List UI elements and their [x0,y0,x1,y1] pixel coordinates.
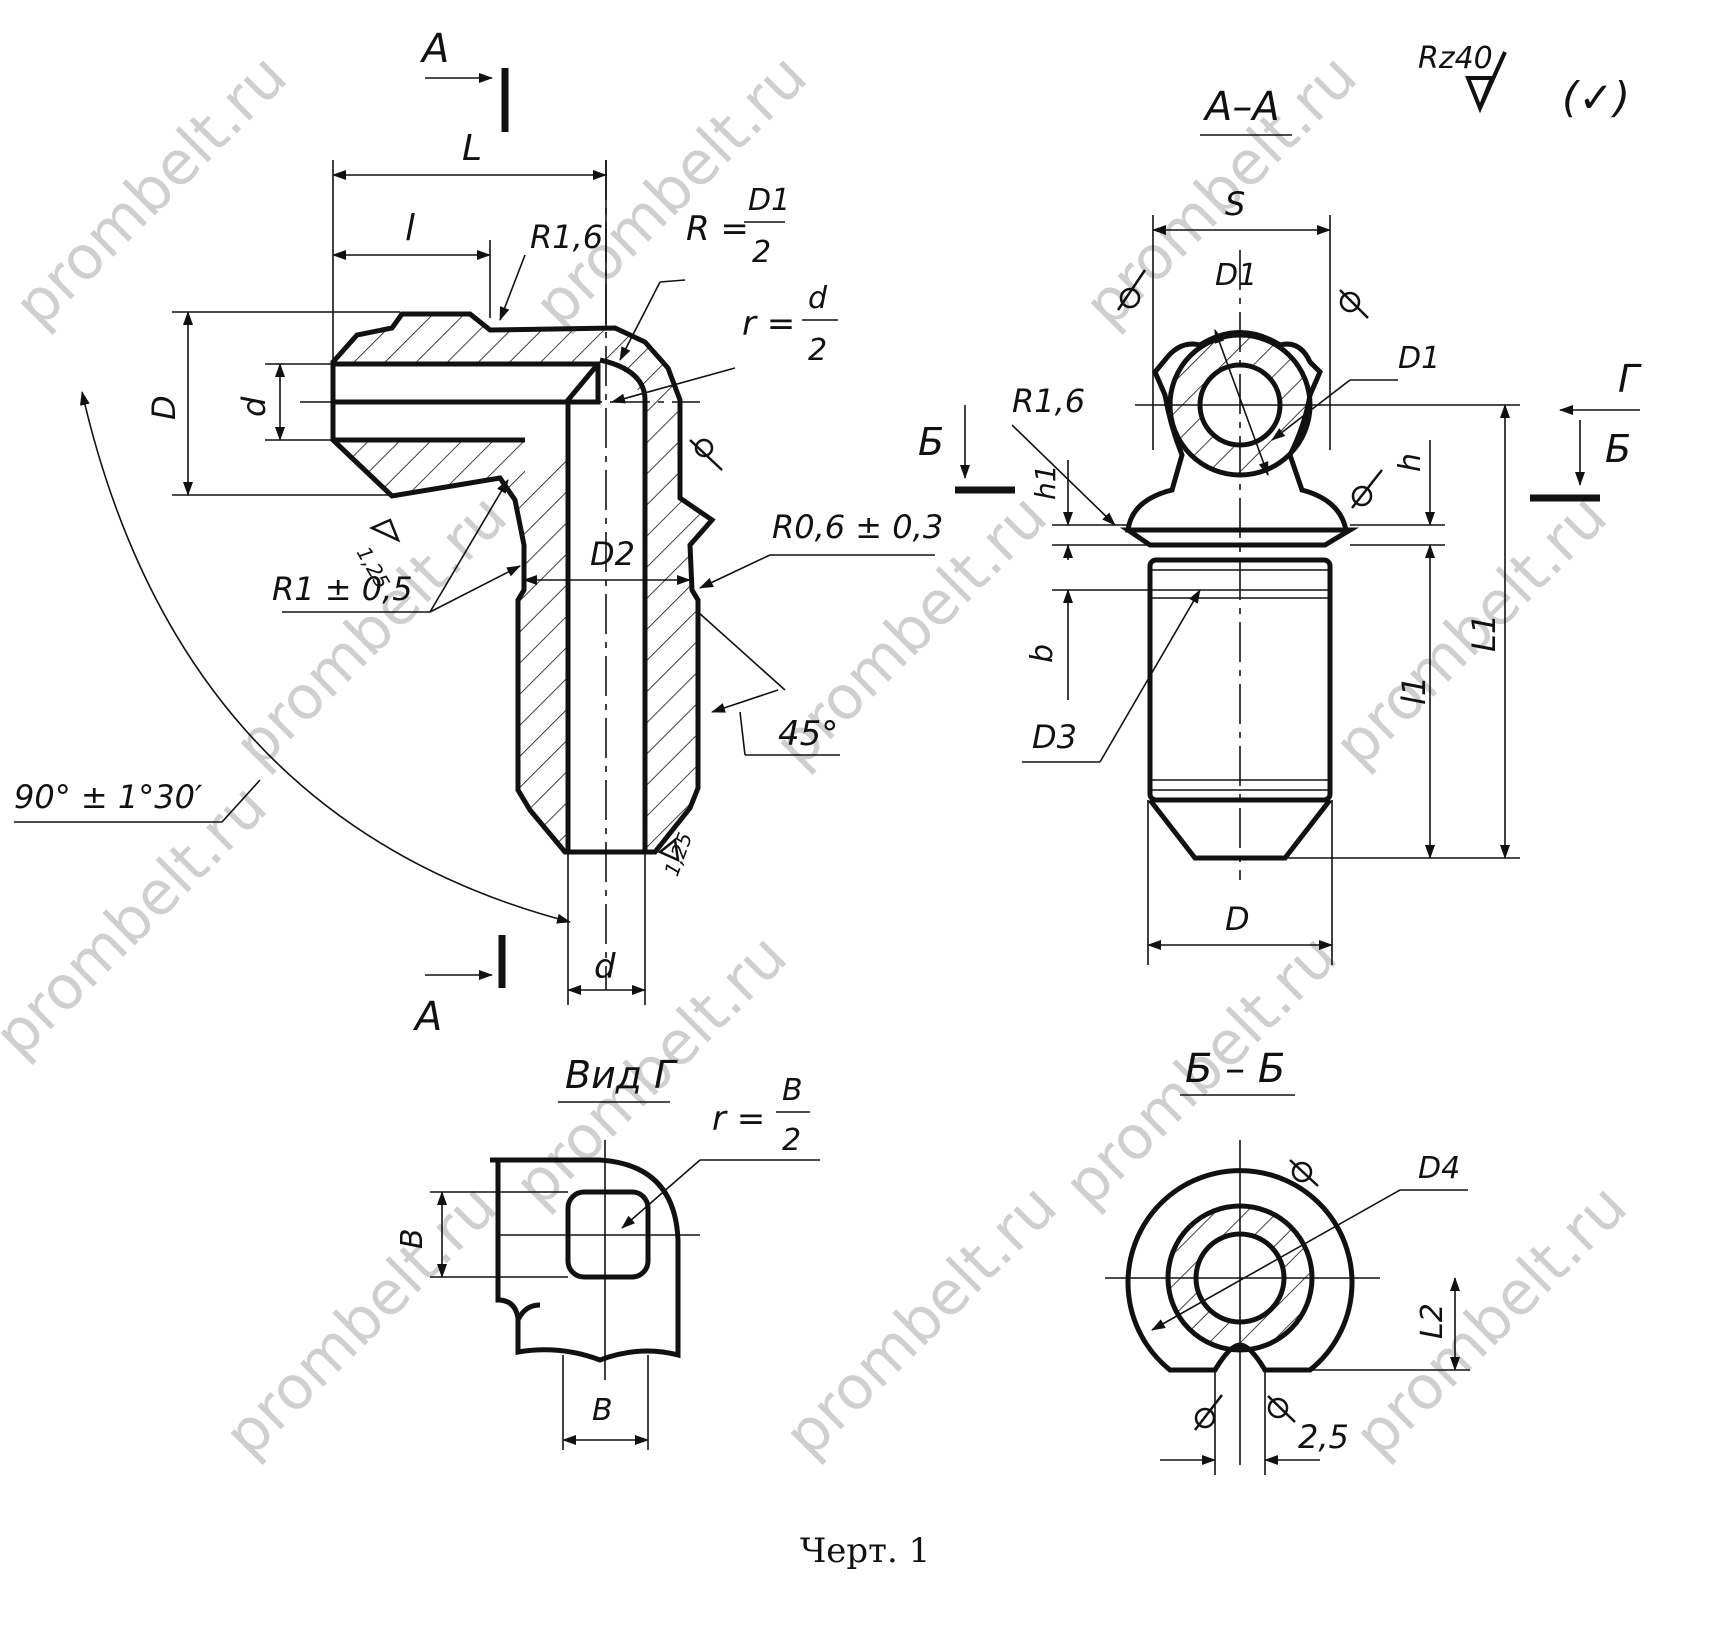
view-g-r-left: r = [712,1099,765,1139]
watermark: prombelt.ru [1,41,301,341]
cut-mark-B-left: Б [918,420,944,464]
section-bb-view: Б – Б D4 L2 2,5 [1105,1046,1470,1475]
watermark: prombelt.ru [771,1171,1071,1471]
dim-r-num: d [808,281,828,316]
dim-d-bottom: d [594,947,616,987]
dim-R1: R1 ± 0,5 [272,570,413,608]
cut-mark-B-right: Б [1605,427,1631,471]
dim-D4: D4 [1418,1151,1460,1186]
section-mark-bottom: A [412,994,442,1040]
watermark-layer: prombelt.ru prombelt.ru prombelt.ru prom… [0,41,1641,1471]
section-aa-view: A–A S D1 D1 R1,6 [918,84,1642,965]
roughness-note: (✓) [1562,73,1630,122]
view-g-B-bottom: B [592,1393,613,1428]
dim-D1-right: D1 [1398,341,1440,376]
dim-R-den: 2 [752,235,771,270]
dim-aa-R16: R1,6 [1012,382,1085,420]
dim-R-left: R = [686,209,749,249]
dim-L: L [462,128,482,169]
dim-angle-90: 90° ± 1°30′ [14,778,203,816]
dim-R06: R0,6 ± 0,3 [772,508,943,546]
dim-b: b [1025,644,1060,663]
watermark: prombelt.ru [211,1171,511,1471]
main-view: A A L l R1,6 R = D1 [14,26,943,1040]
dim-bb-25: 2,5 [1298,1418,1349,1456]
watermark: prombelt.ru [0,771,281,1071]
cut-mark-G: Г [1618,357,1642,401]
view-g-B-left: B [395,1228,430,1249]
dim-r-left: r = [742,304,795,344]
figure-caption: Черт. 1 [800,1531,930,1571]
view-g-outline [490,1157,681,1363]
dim-D2: D2 [590,535,635,573]
view-g-r-num: B [782,1073,803,1108]
view-g-r-den: 2 [782,1123,801,1158]
dim-r-den: 2 [808,333,827,368]
dim-angle-45: 45° [778,714,838,754]
dim-R16: R1,6 [530,218,603,256]
dim-D3: D3 [1032,718,1077,756]
section-aa-title: A–A [1202,84,1280,130]
dim-R-num: D1 [748,183,790,218]
dim-D: D [145,395,183,420]
watermark: prombelt.ru [221,481,521,781]
dim-D1-top: D1 [1215,258,1257,293]
dim-l1: l1 [1395,676,1433,705]
dim-h1: h1 [1029,464,1062,500]
dim-L2: L2 [1415,1303,1450,1339]
dim-L1: L1 [1465,614,1503,652]
dim-l: l [405,208,415,249]
surface-finish-mark: Rz40 (✓) [1418,41,1630,122]
view-g-title: Вид Г [565,1053,678,1097]
section-mark-top: A [419,26,449,72]
section-bb-title: Б – Б [1185,1046,1285,1092]
dim-S: S [1225,185,1245,223]
dim-aa-D: D [1225,900,1250,938]
view-g: Вид Г r = B 2 B B [395,1053,820,1450]
dim-h: h [1393,453,1428,472]
watermark: prombelt.ru [1341,1171,1641,1471]
roughness-label: Rz40 [1418,41,1493,76]
dim-d: d [235,396,273,417]
